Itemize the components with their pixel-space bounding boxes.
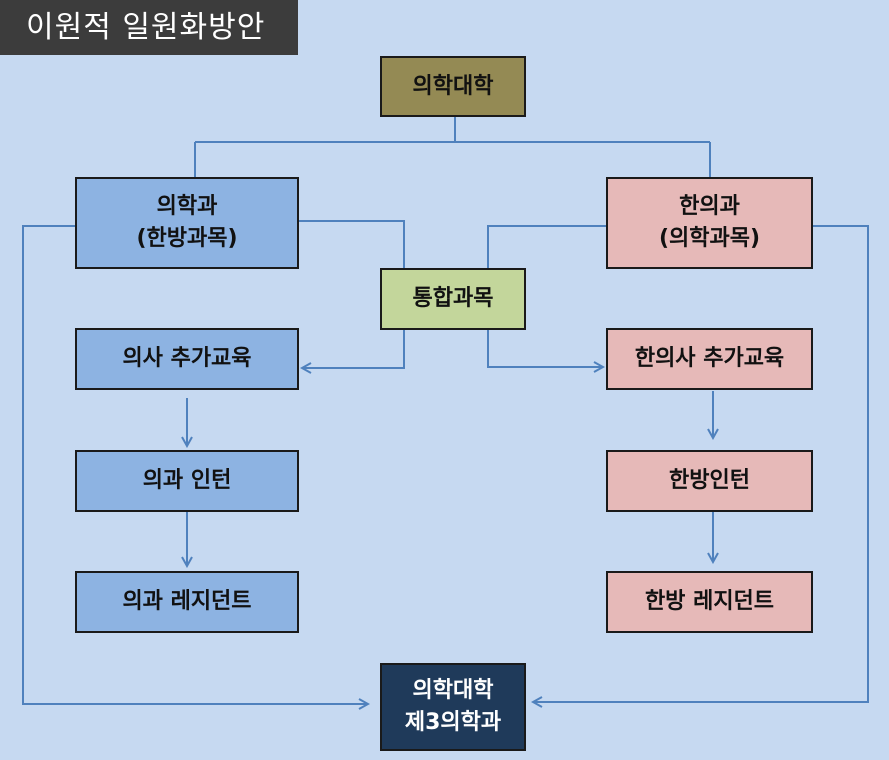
- connector-medicine-third: [22, 225, 368, 704]
- node-third-college: 의학대학 제3의학과: [380, 663, 526, 751]
- node-college: 의학대학: [380, 56, 526, 117]
- node-medicine: 의학과 (한방과목): [75, 177, 299, 269]
- connector-integrated-doctor-extra: [302, 329, 405, 368]
- connector-oriental-integrated: [487, 225, 607, 268]
- node-doctor-extra: 의사 추가교육: [75, 328, 299, 390]
- node-medical-resident: 의과 레지던트: [75, 571, 299, 633]
- page-title: 이원적 일원화방안: [0, 0, 298, 55]
- node-oriental-resident: 한방 레지던트: [606, 571, 813, 633]
- connector-college-split: [194, 116, 711, 178]
- connector-medicine-integrated: [298, 220, 405, 268]
- node-oriental-intern: 한방인턴: [606, 450, 813, 512]
- connector-oriental-third: [533, 225, 869, 702]
- node-oriental-extra: 한의사 추가교육: [606, 328, 813, 390]
- node-medical-intern: 의과 인턴: [75, 450, 299, 512]
- node-integrated: 통합과목: [380, 268, 526, 330]
- node-oriental: 한의과 (의학과목): [606, 177, 813, 269]
- connector-integrated-oriental-extra: [487, 329, 603, 367]
